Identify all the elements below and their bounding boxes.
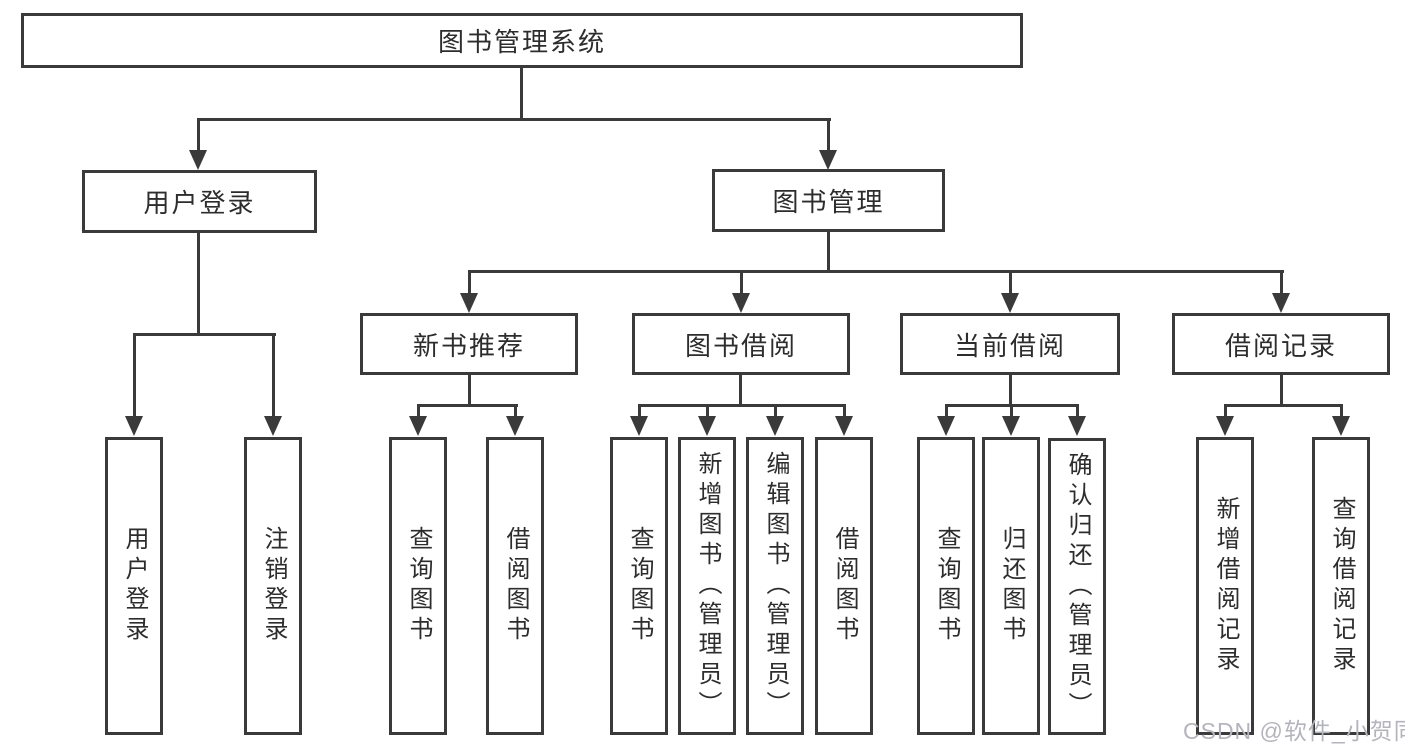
node-leaf-rec-borrow: 借阅图书 <box>486 437 544 735</box>
node-book-mgmt: 图书管理 <box>712 169 945 232</box>
edge-root-children-hline <box>197 118 831 121</box>
edge-current-borrow-stem <box>1009 373 1012 407</box>
arrow-leaf-logout <box>264 416 282 436</box>
node-leaf-cb-return-label: 归还图书 <box>998 526 1025 646</box>
node-leaf-cb-query-label: 查询图书 <box>933 526 960 646</box>
edge-new-book-rec-stem <box>468 373 471 407</box>
node-leaf-cb-query: 查询图书 <box>917 437 975 735</box>
edge-drop-leaf-br-query <box>1340 404 1343 419</box>
edge-book-borrow-children-hline <box>638 404 846 407</box>
arrow-leaf-cb-confirm <box>1068 416 1086 436</box>
edge-drop-leaf-bb-add <box>706 404 709 419</box>
node-book-mgmt-label: 图书管理 <box>772 187 885 217</box>
node-borrow-record: 借阅记录 <box>1172 313 1390 375</box>
edge-drop-leaf-rec-query <box>417 404 420 419</box>
node-user-login-label: 用户登录 <box>143 188 256 218</box>
node-leaf-br-query-label: 查询借阅记录 <box>1328 496 1355 676</box>
node-leaf-bb-add-label: 新增图书（管理员） <box>694 451 721 721</box>
node-leaf-bb-borrow: 借阅图书 <box>815 437 873 735</box>
arrow-leaf-rec-query <box>409 416 427 436</box>
edge-drop-user-login <box>197 118 200 154</box>
node-leaf-rec-query: 查询图书 <box>389 437 447 735</box>
arrow-user-login <box>189 150 207 170</box>
edge-user-login-stem <box>197 231 200 336</box>
node-leaf-rec-borrow-label: 借阅图书 <box>502 526 529 646</box>
node-leaf-rec-query-label: 查询图书 <box>405 526 432 646</box>
node-root-label: 图书管理系统 <box>437 27 606 57</box>
edge-book-borrow-stem <box>739 373 742 407</box>
edge-user-login-children-hline <box>133 333 276 336</box>
node-leaf-br-query: 查询借阅记录 <box>1312 437 1370 735</box>
edge-drop-leaf-cb-query <box>945 404 948 419</box>
arrow-new-book-rec <box>460 293 478 313</box>
edge-drop-leaf-logout <box>272 333 275 419</box>
node-current-borrow-label: 当前借阅 <box>953 330 1066 361</box>
arrow-book-borrow <box>732 293 750 313</box>
arrow-leaf-rec-borrow <box>506 416 524 436</box>
arrow-leaf-br-add <box>1216 416 1234 436</box>
edge-drop-current-borrow <box>1009 270 1012 298</box>
csdn-watermark: CSDN @软件_小贺同学 <box>1183 718 1405 744</box>
edge-drop-new-book-rec <box>468 270 471 298</box>
arrow-leaf-cb-query <box>937 416 955 436</box>
edge-new-book-rec-children-hline <box>417 404 518 407</box>
arrow-borrow-record <box>1272 293 1290 313</box>
arrow-leaf-bb-borrow <box>835 416 853 436</box>
edge-drop-leaf-bb-query <box>638 404 641 419</box>
edge-drop-borrow-record <box>1280 270 1283 298</box>
node-leaf-bb-edit: 编辑图书（管理员） <box>746 437 804 735</box>
edge-drop-book-mgmt <box>827 118 830 154</box>
arrow-leaf-cb-return <box>1002 416 1020 436</box>
arrow-leaf-user-login <box>125 416 143 436</box>
node-leaf-cb-confirm-label: 确认归还（管理员） <box>1064 451 1091 722</box>
edge-drop-leaf-rec-borrow <box>514 404 517 419</box>
node-borrow-record-label: 借阅记录 <box>1224 330 1337 361</box>
arrow-leaf-br-query <box>1332 416 1350 436</box>
arrow-current-borrow <box>1001 293 1019 313</box>
node-new-book-rec-label: 新书推荐 <box>412 330 525 361</box>
node-leaf-bb-query-label: 查询图书 <box>626 526 653 646</box>
node-book-borrow-label: 图书借阅 <box>684 330 797 361</box>
node-leaf-logout-label: 注销登录 <box>260 526 287 646</box>
node-leaf-cb-confirm: 确认归还（管理员） <box>1048 438 1106 735</box>
node-leaf-br-add: 新增借阅记录 <box>1196 437 1254 735</box>
node-leaf-logout: 注销登录 <box>244 437 302 735</box>
node-leaf-bb-borrow-label: 借阅图书 <box>831 526 858 646</box>
edge-drop-book-borrow <box>740 270 743 298</box>
arrow-leaf-bb-add <box>698 416 716 436</box>
edge-drop-leaf-cb-return <box>1010 404 1013 419</box>
node-book-borrow: 图书借阅 <box>632 313 850 375</box>
arrow-book-mgmt <box>819 150 837 170</box>
node-leaf-bb-add: 新增图书（管理员） <box>678 437 736 735</box>
edge-root-stem <box>520 66 523 120</box>
node-current-borrow: 当前借阅 <box>900 313 1120 375</box>
node-leaf-bb-edit-label: 编辑图书（管理员） <box>762 451 789 721</box>
edge-book-mgmt-children-hline <box>468 270 1284 273</box>
node-leaf-user-login-label: 用户登录 <box>121 526 148 646</box>
node-new-book-rec: 新书推荐 <box>360 313 578 375</box>
arrow-leaf-bb-edit <box>766 416 784 436</box>
node-leaf-br-add-label: 新增借阅记录 <box>1212 496 1239 676</box>
edge-drop-leaf-br-add <box>1224 404 1227 419</box>
edge-borrow-record-stem <box>1280 373 1283 407</box>
node-root: 图书管理系统 <box>21 13 1023 68</box>
edge-drop-leaf-bb-edit <box>774 404 777 419</box>
arrow-leaf-bb-query <box>630 416 648 436</box>
edge-book-mgmt-stem <box>827 230 830 273</box>
node-user-login: 用户登录 <box>82 170 317 233</box>
node-leaf-bb-query: 查询图书 <box>610 437 668 735</box>
node-leaf-cb-return: 归还图书 <box>982 437 1040 735</box>
edge-drop-leaf-bb-borrow <box>843 404 846 419</box>
node-leaf-user-login: 用户登录 <box>105 437 163 735</box>
edge-borrow-record-children-hline <box>1224 404 1343 407</box>
edge-drop-leaf-cb-confirm <box>1076 404 1079 419</box>
edge-drop-leaf-user-login <box>133 333 136 419</box>
